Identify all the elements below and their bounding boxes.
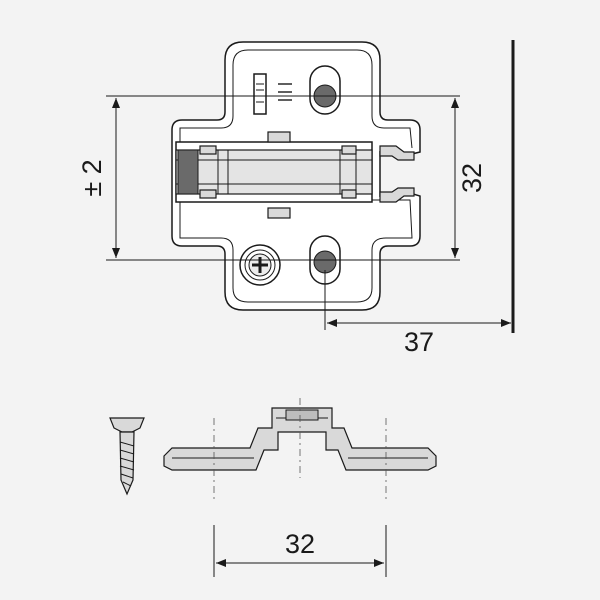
rail-end-block xyxy=(177,149,199,195)
dim-horizontal-label: 37 xyxy=(404,327,434,357)
mounting-plate-side-view xyxy=(163,407,437,471)
tab-lower xyxy=(267,207,291,219)
plate-profile xyxy=(163,407,437,471)
side-dim-label: 32 xyxy=(285,529,315,559)
tab-upper xyxy=(267,131,291,143)
wood-screw-icon xyxy=(109,417,145,496)
side-view-dimensions xyxy=(213,398,387,577)
clip-upper xyxy=(379,145,415,161)
clip-lower xyxy=(379,187,415,203)
slot-hole-upper xyxy=(309,65,341,115)
screw-head-icon xyxy=(239,244,281,286)
rail-inner xyxy=(175,149,373,195)
dim-tolerance-label: ± 2 xyxy=(77,159,107,196)
top-view-dimensions xyxy=(106,40,515,333)
mounting-plate-top-view xyxy=(171,41,421,311)
plate-inner-outline xyxy=(179,49,413,303)
dim-vertical-label: 32 xyxy=(457,163,487,193)
